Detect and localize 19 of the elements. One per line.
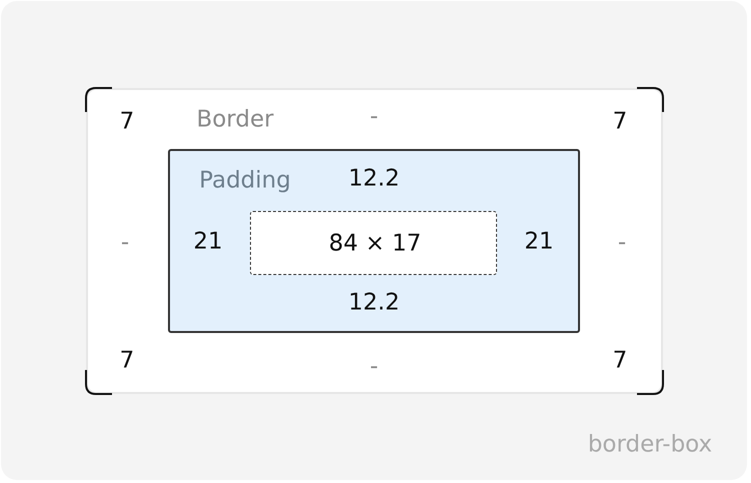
box-label: Border	[196, 108, 274, 132]
border-width-value: -	[370, 356, 378, 378]
border-width-value: -	[120, 232, 130, 254]
content-size: 84 × 17	[328, 232, 422, 256]
content-box	[250, 211, 497, 275]
border-width-value: -	[618, 232, 626, 254]
box-label: Padding	[199, 170, 291, 192]
padding-value: 21	[524, 230, 554, 254]
radius-value: 7	[612, 350, 628, 372]
padding-value: 12.2	[348, 168, 400, 190]
border-box	[86, 88, 663, 394]
radius-value: 7	[120, 350, 134, 372]
box-sizing-label: border-box	[588, 434, 712, 456]
radius-value: 7	[612, 110, 628, 134]
radius-value: 7	[120, 110, 134, 134]
border-width-value: -	[370, 106, 378, 128]
padding-value: 12.2	[348, 292, 400, 314]
padding-value: 21	[193, 230, 223, 254]
padding-box	[168, 149, 580, 333]
